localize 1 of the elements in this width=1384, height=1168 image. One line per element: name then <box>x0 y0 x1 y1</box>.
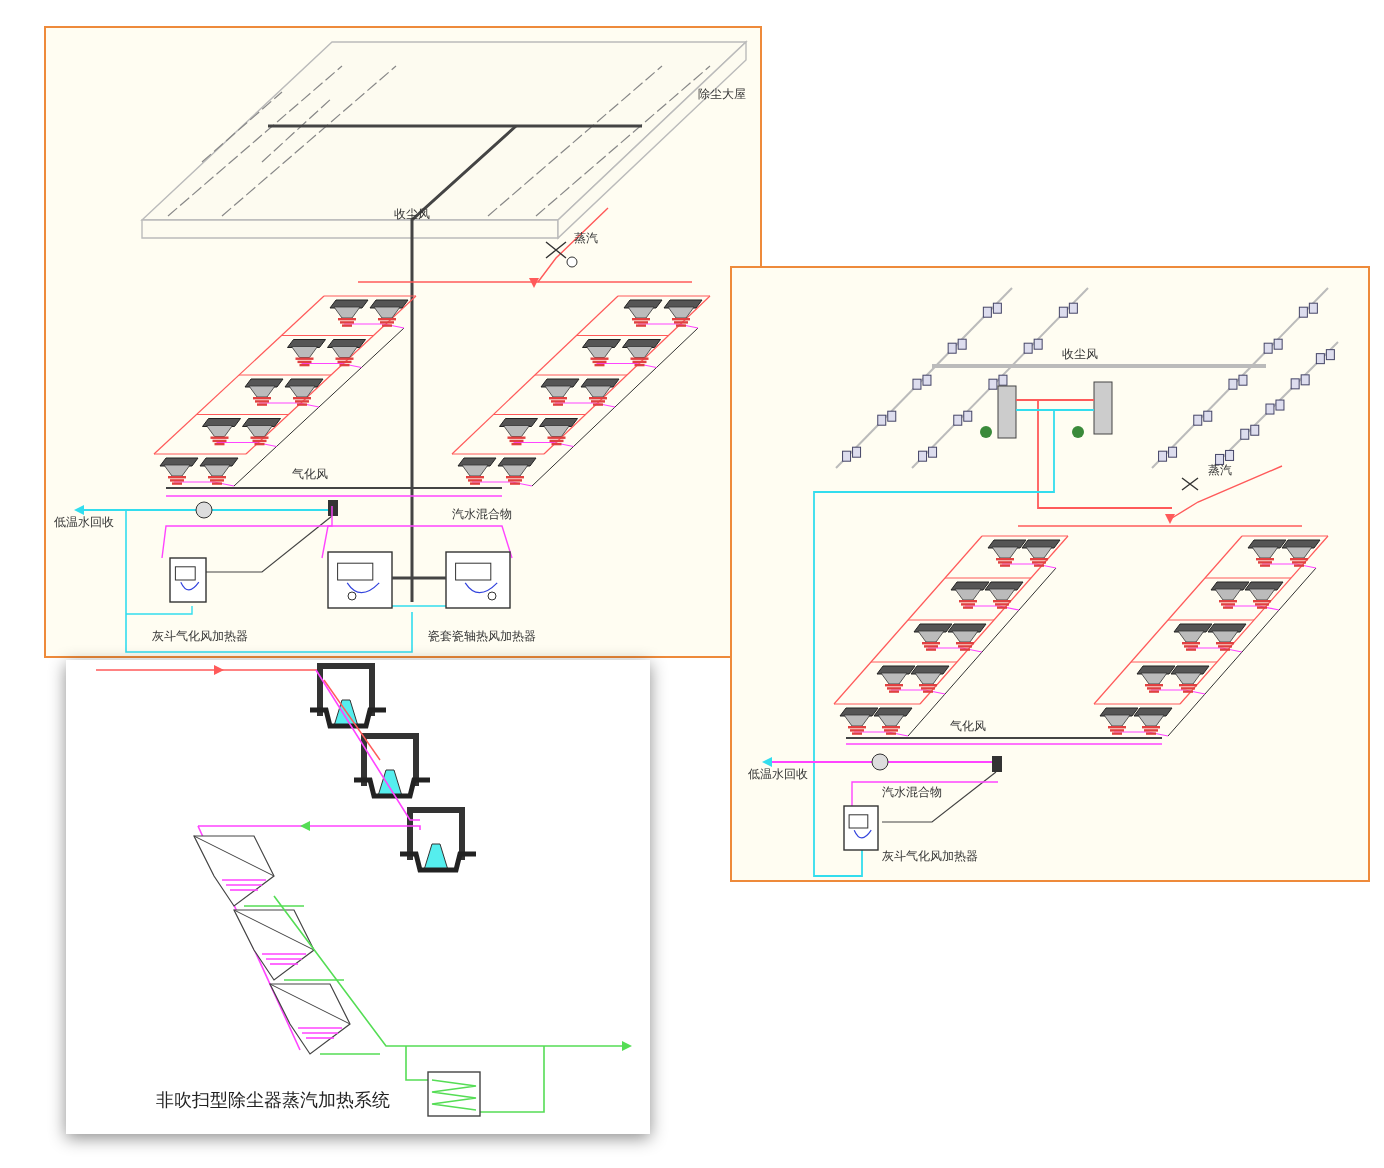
caption-text: 非吹扫型除尘器蒸汽加热系统 <box>156 1094 390 1112</box>
